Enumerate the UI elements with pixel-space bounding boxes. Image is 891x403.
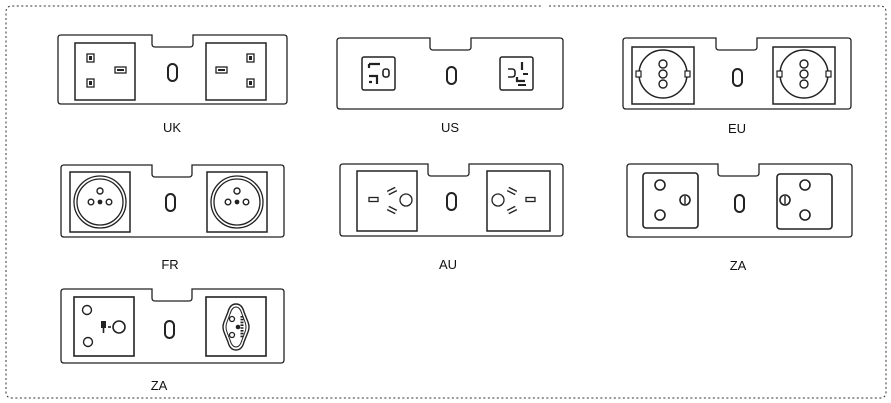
au-socket-right-icon <box>486 170 551 232</box>
uk-socket-left-icon <box>74 42 136 101</box>
module-label: EU <box>728 121 746 136</box>
module-us: US <box>336 37 564 135</box>
indicator-light-icon <box>446 66 457 85</box>
us-socket-right-icon <box>499 56 534 91</box>
indicator-light-icon <box>165 193 176 212</box>
module-za-2: ZA <box>60 288 285 393</box>
fr-socket-right-icon <box>206 171 268 233</box>
dashed-frame <box>5 5 887 399</box>
au-socket-left-icon <box>356 170 418 232</box>
indicator-light-icon <box>167 63 178 82</box>
indicator-light-icon <box>446 192 457 211</box>
fr-socket-left-icon <box>69 171 131 233</box>
module-za: ZA <box>626 163 853 273</box>
module-label: US <box>441 120 459 135</box>
za-multi-socket-icon <box>73 296 135 357</box>
za-socket-right-icon <box>776 173 833 230</box>
module-uk: UK <box>57 34 288 135</box>
panel-outline <box>336 37 564 110</box>
uk-socket-right-icon <box>205 42 267 101</box>
module-label: ZA <box>730 258 747 273</box>
module-label: ZA <box>151 378 168 393</box>
indicator-light-icon <box>164 320 175 339</box>
module-au: AU <box>339 163 564 272</box>
module-label: FR <box>161 257 178 272</box>
module-fr: FR <box>60 164 285 272</box>
eu-socket-right-icon <box>772 46 836 105</box>
module-label: UK <box>163 120 181 135</box>
eu-socket-left-icon <box>631 46 695 105</box>
us-socket-left-icon <box>361 56 396 91</box>
za-socket-left-icon <box>642 172 699 229</box>
indicator-light-icon <box>732 68 743 87</box>
module-label: AU <box>439 257 457 272</box>
br-socket-icon <box>205 296 267 357</box>
indicator-light-icon <box>734 194 745 213</box>
module-eu: EU <box>622 37 852 136</box>
